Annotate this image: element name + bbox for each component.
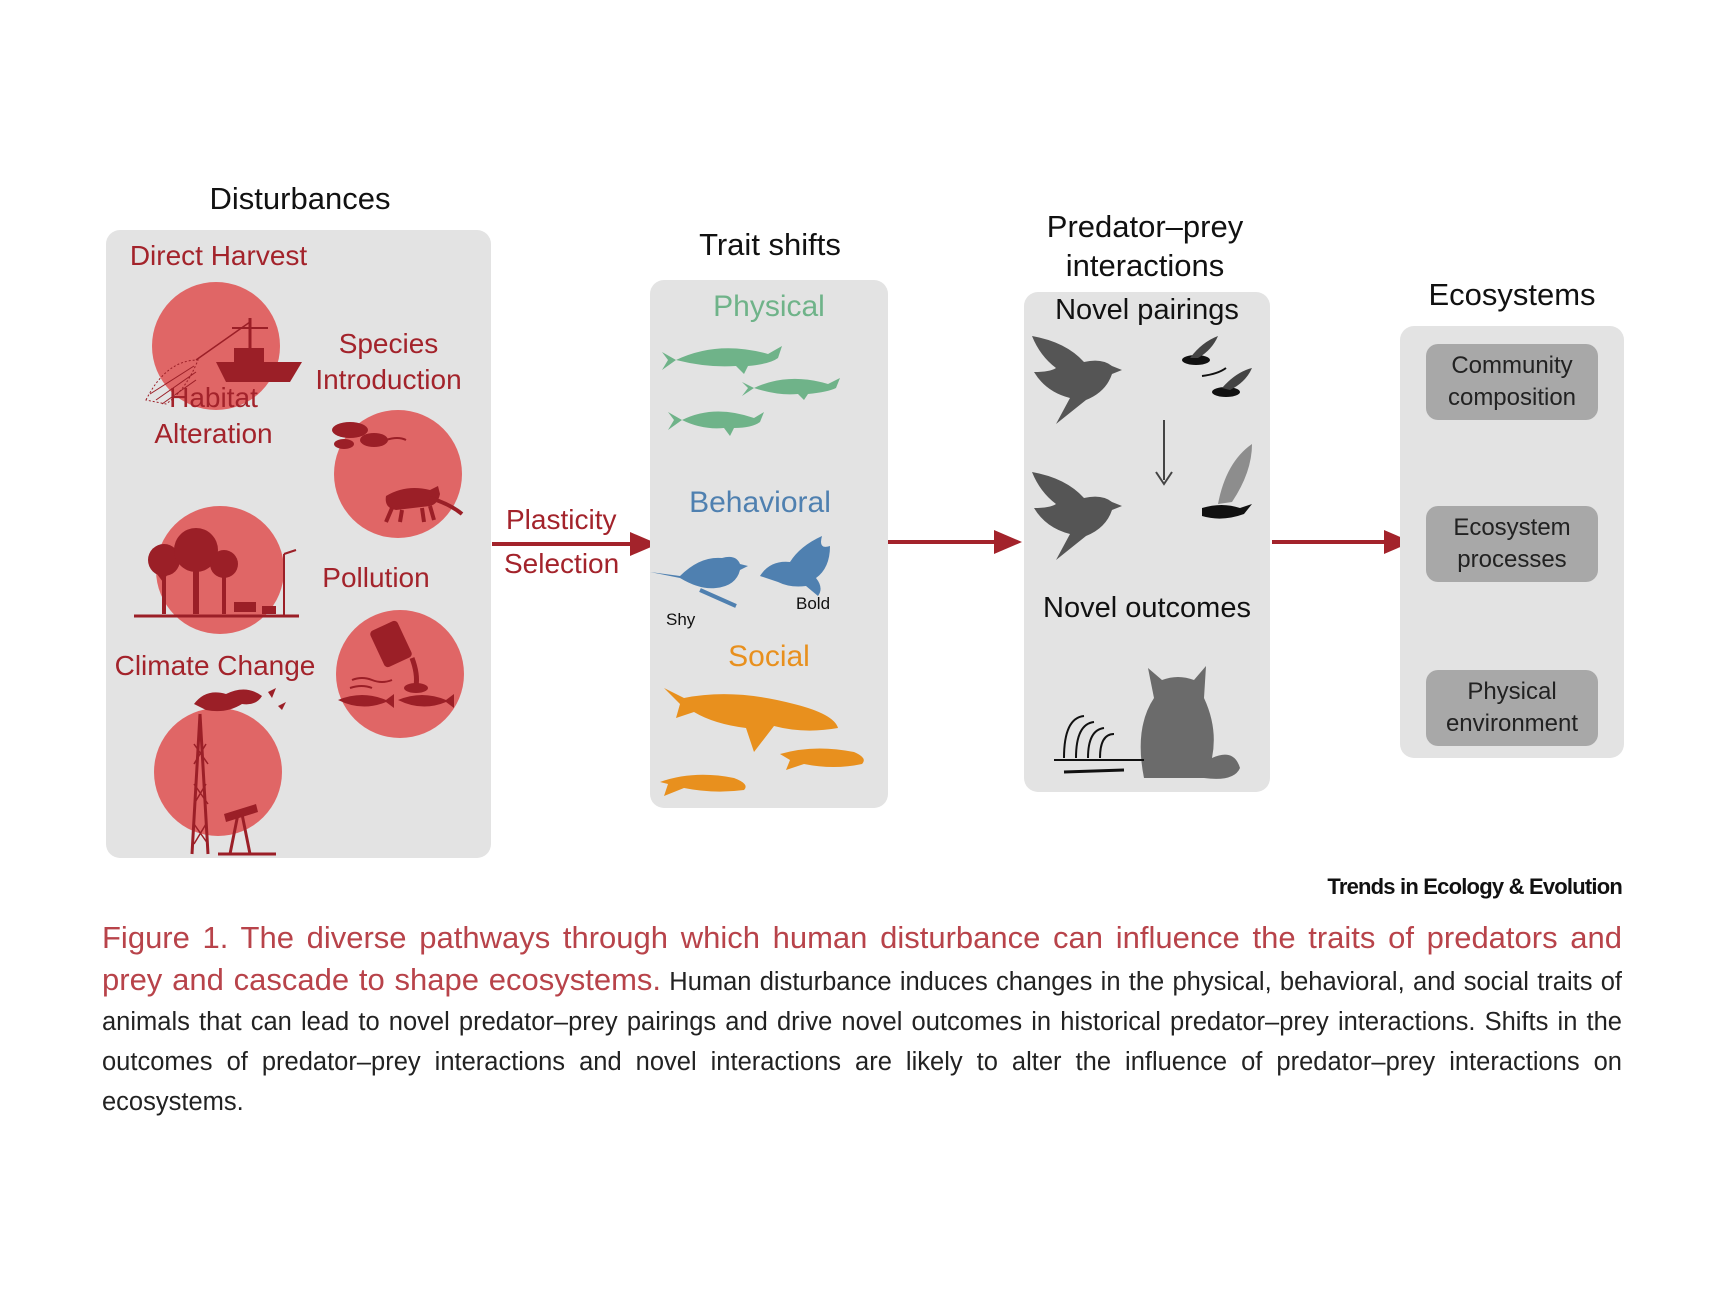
ecosystems-panel: Community composition Ecosystem processe… [1400,326,1624,758]
selection-label: Selection [504,548,620,579]
habitat-alteration-label: Habitat Alteration [136,380,291,453]
shy-label: Shy [666,610,696,629]
social-label: Social [728,640,810,673]
caption-body: Human disturbance induces changes in the… [102,968,1622,1116]
climate-change-circle [154,708,282,836]
disturbances-panel: Direct Harvest Species Introduction Habi… [106,230,491,858]
deforestation-icon [134,528,299,618]
plasticity-label: Plasticity [506,504,617,535]
figure-caption: Figure 1. The diverse pathways through w… [102,918,1622,1122]
disturbances-title: Disturbances [209,181,391,216]
trait-shifts-title: Trait shifts [699,227,841,262]
species-introduction-text: Species Introduction [315,328,462,396]
traits-to-interactions-arrow [888,530,1022,554]
disturbance-to-traits-arrow [492,532,658,556]
whale-icons [660,688,864,796]
caption-heading: Figure 1. The diverse pathways through w… [102,920,1622,997]
fishing-boat-icon [145,318,302,405]
oil-barrel-and-fish-icon [338,620,454,708]
ecosystem-processes-box: Ecosystem processes [1426,506,1598,582]
predator-prey-panel: Novel pairings Novel outcomes [1024,292,1270,792]
novel-outcomes-label: Novel outcomes [1043,592,1251,624]
predator-prey-title: Predator–prey interactions [1046,209,1244,283]
physical-label: Physical [713,290,825,323]
habitat-alteration-text: Habitat Alteration [154,382,273,450]
rodent-and-cat-icon [332,422,464,523]
cat-and-bones-icon [1054,666,1240,779]
trait-shifts-panel: Physical Behavioral Shy Bold Social [650,280,888,808]
bird-icons [650,536,830,608]
bold-label: Bold [796,594,831,613]
physical-environment-box: Physical environment [1426,670,1598,746]
shark-icons [662,346,840,436]
ecosystems-title: Ecosystems [1428,277,1596,312]
novel-pairings-label: Novel pairings [1055,294,1239,326]
community-composition-box: Community composition [1426,344,1598,420]
smokestack-and-oil-pump-icon [190,688,286,856]
pollution-label: Pollution [322,562,430,593]
novel-pairings-icons [1032,336,1252,560]
journal-name: Trends in Ecology & Evolution [1327,874,1622,899]
climate-change-label: Climate Change [114,650,316,681]
direct-harvest-label: Direct Harvest [129,240,308,271]
behavioral-label: Behavioral [689,486,831,519]
species-introduction-label: Species Introduction [306,326,471,399]
interactions-to-ecosystems-arrow [1272,530,1412,554]
